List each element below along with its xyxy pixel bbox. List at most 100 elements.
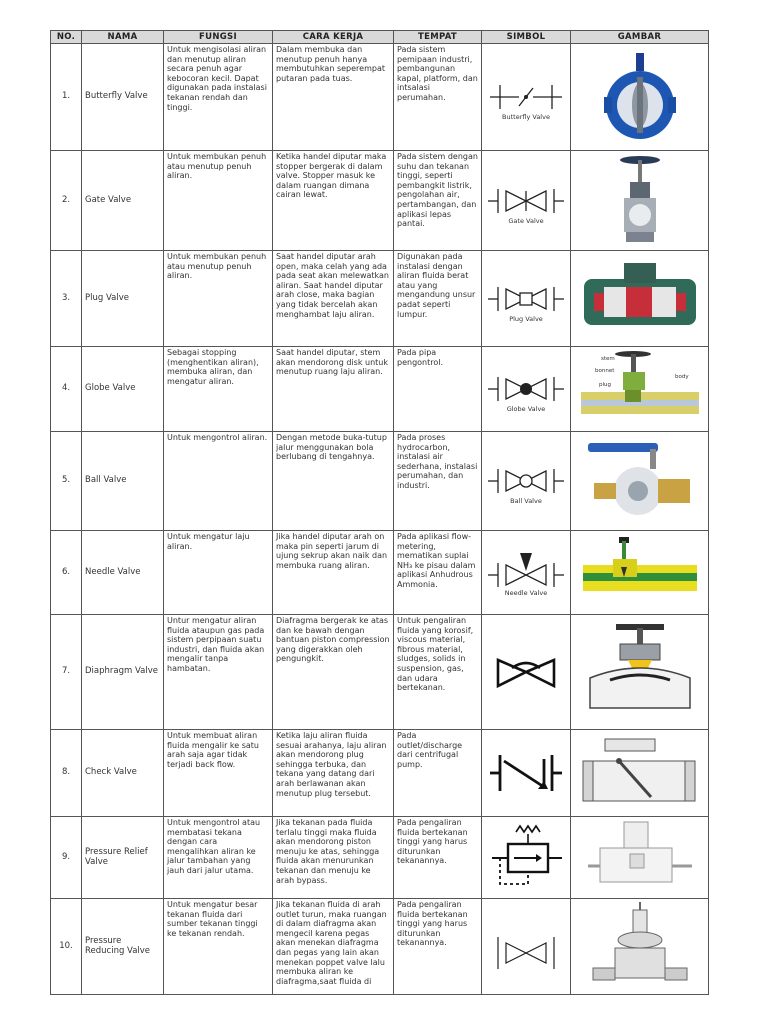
valve-tempat: Pada pengaliran fluida bertekanan tinggi… xyxy=(393,898,482,995)
table-row: 9. Pressure Relief Valve Untuk mengontro… xyxy=(50,816,709,899)
ball-valve-symbol-icon: Ball Valve xyxy=(488,469,564,505)
valve-tempat: Untuk pengaliran fluida yang korosif, vi… xyxy=(393,614,482,730)
valve-name: Pressure Relief Valve xyxy=(81,816,164,899)
valve-name: Plug Valve xyxy=(81,250,164,347)
valve-tempat: Pada sistem dengan suhu dan tekanan ting… xyxy=(393,150,482,251)
table-row: 2. Gate Valve Untuk membukan penuh atau … xyxy=(50,150,709,251)
gate-valve-photo-icon xyxy=(619,155,660,242)
table-header: NO. NAMA FUNGSI CARA KERJA TEMPAT SIMBOL… xyxy=(50,30,709,44)
globe-label-plug: plug xyxy=(599,382,611,388)
valve-tempat: Pada pengaliran fluida bertekanan tinggi… xyxy=(393,816,482,899)
valve-fungsi: Untuk membukan penuh atau menutup penuh … xyxy=(163,250,273,347)
valve-name: Needle Valve xyxy=(81,530,164,615)
valve-cara-kerja: Jika handel diputar arah on maka pin sep… xyxy=(272,530,394,615)
valve-fungsi: Untuk membukan penuh atau menutup penuh … xyxy=(163,150,273,251)
check-valve-drawing-icon xyxy=(582,738,695,802)
valve-tempat: Pada aplikasi flow-metering, mematikan s… xyxy=(393,530,482,615)
valve-cara-kerja: Jika tekanan fluida di arah outlet turun… xyxy=(272,898,394,995)
valve-fungsi: Sebagai stopping (menghentikan aliran), … xyxy=(163,346,273,432)
row-number: 1. xyxy=(50,43,82,151)
valve-tempat: Pada proses hydrocarbon, instalasi air s… xyxy=(393,431,482,531)
plug-valve-symbol-icon: Plug Valve xyxy=(488,286,564,323)
globe-label-stem: stem xyxy=(601,356,615,362)
valve-fungsi: Untuk mengatur laju aliran. xyxy=(163,530,273,615)
diaphragm-valve-cutaway-icon xyxy=(588,624,691,709)
valve-name: Diaphragm Valve xyxy=(81,614,164,730)
row-number: 9. xyxy=(50,816,82,899)
valve-tempat: Digunakan pada instalasi dengan aliran f… xyxy=(393,250,482,347)
valve-name: Ball Valve xyxy=(81,431,164,531)
table-body: 1. Butterfly Valve Untuk mengisolasi ali… xyxy=(50,43,709,995)
header-no: NO. xyxy=(50,30,82,44)
valve-fungsi: Untuk mengatur besar tekanan fluida dari… xyxy=(163,898,273,995)
header-fungsi: FUNGSI xyxy=(163,30,273,44)
header-nama: NAMA xyxy=(81,30,164,44)
pressure-relief-valve-symbol-icon xyxy=(492,824,562,885)
header-simbol: SIMBOL xyxy=(481,30,571,44)
globe-label-body: body xyxy=(675,374,689,380)
diaphragm-valve-symbol-icon xyxy=(496,658,556,689)
valve-fungsi: Untuk mengontrol atau membatasi tekana d… xyxy=(163,816,273,899)
table-row: 3. Plug Valve Untuk membukan penuh atau … xyxy=(50,250,709,347)
valve-cara-kerja: Ketika laju aliran fluida sesuai arahany… xyxy=(272,729,394,817)
valve-name: Pressure Reducing Valve xyxy=(81,898,164,995)
symbol-label: Gate Valve xyxy=(508,217,543,225)
table-row: 6. Needle Valve Untuk mengatur laju alir… xyxy=(50,530,709,615)
valve-cara-kerja: Diafragma bergerak ke atas dan ke bawah … xyxy=(272,614,394,730)
header-tempat: TEMPAT xyxy=(393,30,482,44)
table-row: 5. Ball Valve Untuk mengontrol aliran. D… xyxy=(50,431,709,531)
header-gambar: GAMBAR xyxy=(570,30,709,44)
row-number: 3. xyxy=(50,250,82,347)
needle-valve-cutaway-icon xyxy=(582,536,697,591)
table-row: 7. Diaphragm Valve Untur mengatur aliran… xyxy=(50,614,709,730)
symbol-label: Globe Valve xyxy=(507,405,546,413)
symbol-label: Needle Valve xyxy=(505,589,547,597)
valve-fungsi: Untuk mengisolasi aliran dan menutup ali… xyxy=(163,43,273,151)
valve-tempat: Pada pipa pengontrol. xyxy=(393,346,482,432)
pressure-reducing-valve-symbol-icon xyxy=(497,936,555,969)
valve-cara-kerja: Saat handel diputar, stem akan mendorong… xyxy=(272,346,394,432)
valve-cara-kerja: Saat handel diputar arah open, maka cela… xyxy=(272,250,394,347)
plug-valve-cutaway-icon xyxy=(583,262,696,325)
needle-valve-symbol-icon: Needle Valve xyxy=(488,552,564,597)
butterfly-valve-photo-icon xyxy=(603,53,676,139)
row-number: 5. xyxy=(50,431,82,531)
check-valve-symbol-icon xyxy=(490,755,562,791)
symbol-label: Ball Valve xyxy=(510,497,542,505)
valve-name: Gate Valve xyxy=(81,150,164,251)
table-row: 4. Globe Valve Sebagai stopping (menghen… xyxy=(50,346,709,432)
valve-fungsi: Untuk membuat aliran fluida mengalir ke … xyxy=(163,729,273,817)
globe-valve-symbol-icon: Globe Valve xyxy=(488,377,564,413)
symbol-label: Plug Valve xyxy=(509,315,543,323)
table-row: 10. Pressure Reducing Valve Untuk mengat… xyxy=(50,898,709,995)
row-number: 10. xyxy=(50,898,82,995)
valve-fungsi: Untur mengatur aliran fluida ataupun gas… xyxy=(163,614,273,730)
valve-name: Globe Valve xyxy=(81,346,164,432)
valve-cara-kerja: Dalam membuka dan menutup penuh hanya me… xyxy=(272,43,394,151)
pressure-reducing-valve-drawing-icon xyxy=(592,901,687,980)
valve-fungsi: Untuk mengontrol aliran. xyxy=(163,431,273,531)
valve-cara-kerja: Jika tekanan pada fluida terlalu tinggi … xyxy=(272,816,394,899)
table-row: 8. Check Valve Untuk membuat aliran flui… xyxy=(50,729,709,817)
row-number: 6. xyxy=(50,530,82,615)
valve-name: Check Valve xyxy=(81,729,164,817)
row-number: 4. xyxy=(50,346,82,432)
globe-valve-cutaway-icon: stem bonnet plug body xyxy=(580,351,699,414)
row-number: 7. xyxy=(50,614,82,730)
ball-valve-photo-icon xyxy=(587,443,690,515)
pressure-relief-valve-drawing-icon xyxy=(587,821,692,882)
valve-tempat: Pada outlet/discharge dari centrifugal p… xyxy=(393,729,482,817)
header-cara-kerja: CARA KERJA xyxy=(272,30,394,44)
valve-table: NO. NAMA FUNGSI CARA KERJA TEMPAT SIMBOL… xyxy=(50,30,709,995)
table-row: 1. Butterfly Valve Untuk mengisolasi ali… xyxy=(50,43,709,151)
row-number: 8. xyxy=(50,729,82,817)
symbol-label: Butterfly Valve xyxy=(502,113,550,121)
butterfly-valve-symbol-icon: Butterfly Valve xyxy=(490,85,562,121)
valve-cara-kerja: Dengan metode buka-tutup jalur menggunak… xyxy=(272,431,394,531)
gate-valve-symbol-icon: Gate Valve xyxy=(488,188,564,225)
valve-cara-kerja: Ketika handel diputar maka stopper berge… xyxy=(272,150,394,251)
valve-name: Butterfly Valve xyxy=(81,43,164,151)
globe-label-bonnet: bonnet xyxy=(595,368,615,374)
valve-tempat: Pada sistem pemipaan industri, pembangun… xyxy=(393,43,482,151)
row-number: 2. xyxy=(50,150,82,251)
